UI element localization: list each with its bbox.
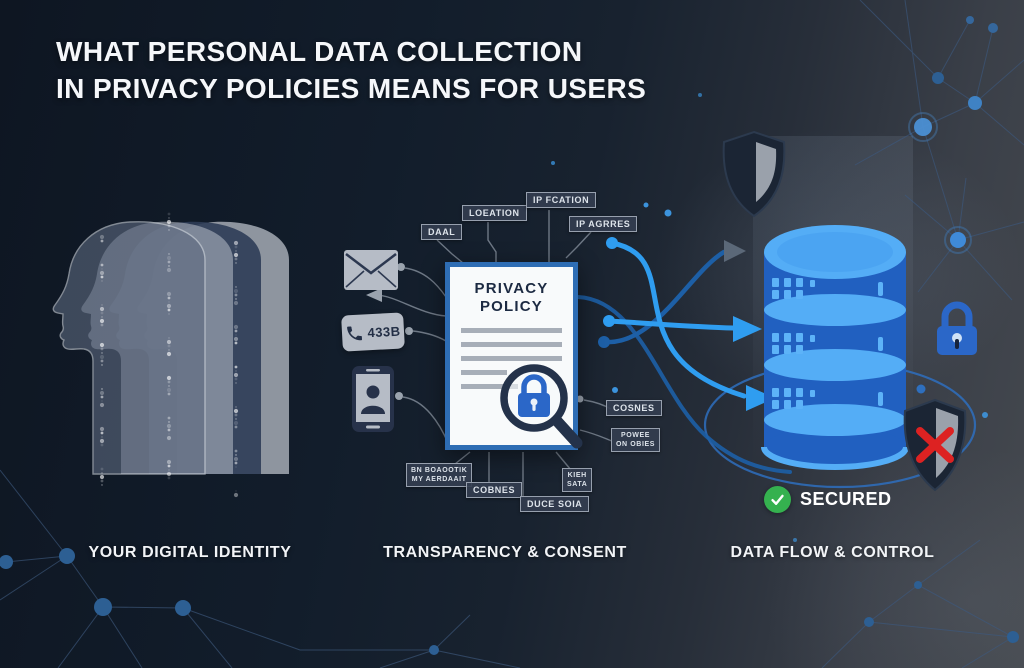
- doc-title-line1: PRIVACY: [474, 280, 549, 297]
- tag-email-label: DAAL: [428, 227, 456, 237]
- tag-cookies-bottom-label: COBNES: [473, 485, 516, 495]
- page-title: WHAT PERSONAL DATA COLLECTION IN PRIVACY…: [56, 34, 776, 108]
- envelope-icon: [344, 250, 398, 290]
- database-icon: [761, 225, 909, 470]
- tag-kieh-line2: SATA: [567, 481, 588, 489]
- tag-email: DAAL: [421, 224, 463, 240]
- shield-x-icon: [903, 398, 967, 492]
- tag-cookies-right: COSNES: [606, 400, 662, 416]
- magnifier-lock-icon: [500, 364, 583, 449]
- network-nodes-bottom-left: [0, 548, 439, 655]
- tag-ip-fication: IP FCATION: [526, 192, 597, 208]
- tag-location: LOEATION: [462, 205, 527, 221]
- caption-digital-identity: YOUR DIGITAL IDENTITY: [88, 544, 292, 561]
- user-silhouette-icon: [366, 385, 380, 399]
- tag-browsing: BN BOAOOTIK MY AERDAAIT: [406, 463, 473, 488]
- connector-dots: [395, 263, 584, 403]
- head-silhouettes: [52, 212, 289, 498]
- doc-title-line2: POLICY: [479, 298, 544, 315]
- flow-arrow-icon: [724, 240, 746, 262]
- tag-ip-address-label: IP AGRRES: [576, 219, 631, 229]
- tag-power-line2: ON OBIES: [616, 441, 656, 449]
- tag-kieh: KIEH SATA: [562, 468, 593, 493]
- label-connectors: [377, 210, 613, 497]
- check-icon: [764, 486, 791, 513]
- secured-label: SECURED: [800, 489, 892, 509]
- caption-transparency-consent: TRANSPARENCY & CONSENT: [383, 544, 627, 561]
- flow-arrow-icon: [746, 385, 775, 411]
- tag-ip-address: IP AGRRES: [569, 216, 638, 232]
- caption-data-flow-control: DATA FLOW & CONTROL: [730, 544, 935, 561]
- tag-power-line1: POWEE: [620, 432, 651, 439]
- padlock-icon: [937, 301, 977, 355]
- tag-browsing-line2: MY AERDAAIT: [411, 476, 467, 484]
- smartphone-user-icon: [352, 366, 394, 432]
- tag-cookies-right-label: COSNES: [613, 403, 655, 413]
- tag-location-label: LOEATION: [469, 208, 520, 218]
- doc-text-lines: [461, 328, 562, 389]
- shield-icon: [722, 130, 786, 218]
- flow-start-dots: [598, 237, 618, 348]
- arrow-left-icon: [366, 288, 382, 302]
- page-title-line2: IN PRIVACY POLICIES MEANS FOR USERS: [56, 72, 647, 104]
- phone-badge: 433B: [341, 312, 405, 352]
- tag-browsing-line1: BN BOAOOTIK: [411, 467, 468, 474]
- flow-arrow-icon: [733, 316, 762, 342]
- database-ports: [772, 278, 883, 409]
- page-title-line1: WHAT PERSONAL DATA COLLECTION: [56, 36, 583, 67]
- phone-number: 433B: [367, 323, 401, 340]
- head-layer-1: [52, 221, 206, 475]
- red-x-icon: [916, 427, 954, 463]
- secured-badge: SECURED: [764, 486, 892, 513]
- tag-power: POWEE ON OBIES: [611, 428, 661, 453]
- tag-cookies-bottom: COBNES: [466, 482, 523, 498]
- network-nodes-top-right: [864, 16, 1019, 643]
- tag-kieh-line1: KIEH: [567, 472, 587, 479]
- data-flow-curves: [576, 240, 792, 474]
- phone-handset-icon: [347, 326, 363, 340]
- network-graph-bottom-left: [0, 469, 521, 668]
- tag-device-data: DUCE SOIA: [520, 496, 590, 512]
- particle-dots: [99, 212, 239, 498]
- tag-ip-fication-label: IP FCATION: [533, 195, 590, 205]
- flow-arrowheads: [724, 240, 775, 411]
- tag-device-data-label: DUCE SOIA: [527, 499, 583, 509]
